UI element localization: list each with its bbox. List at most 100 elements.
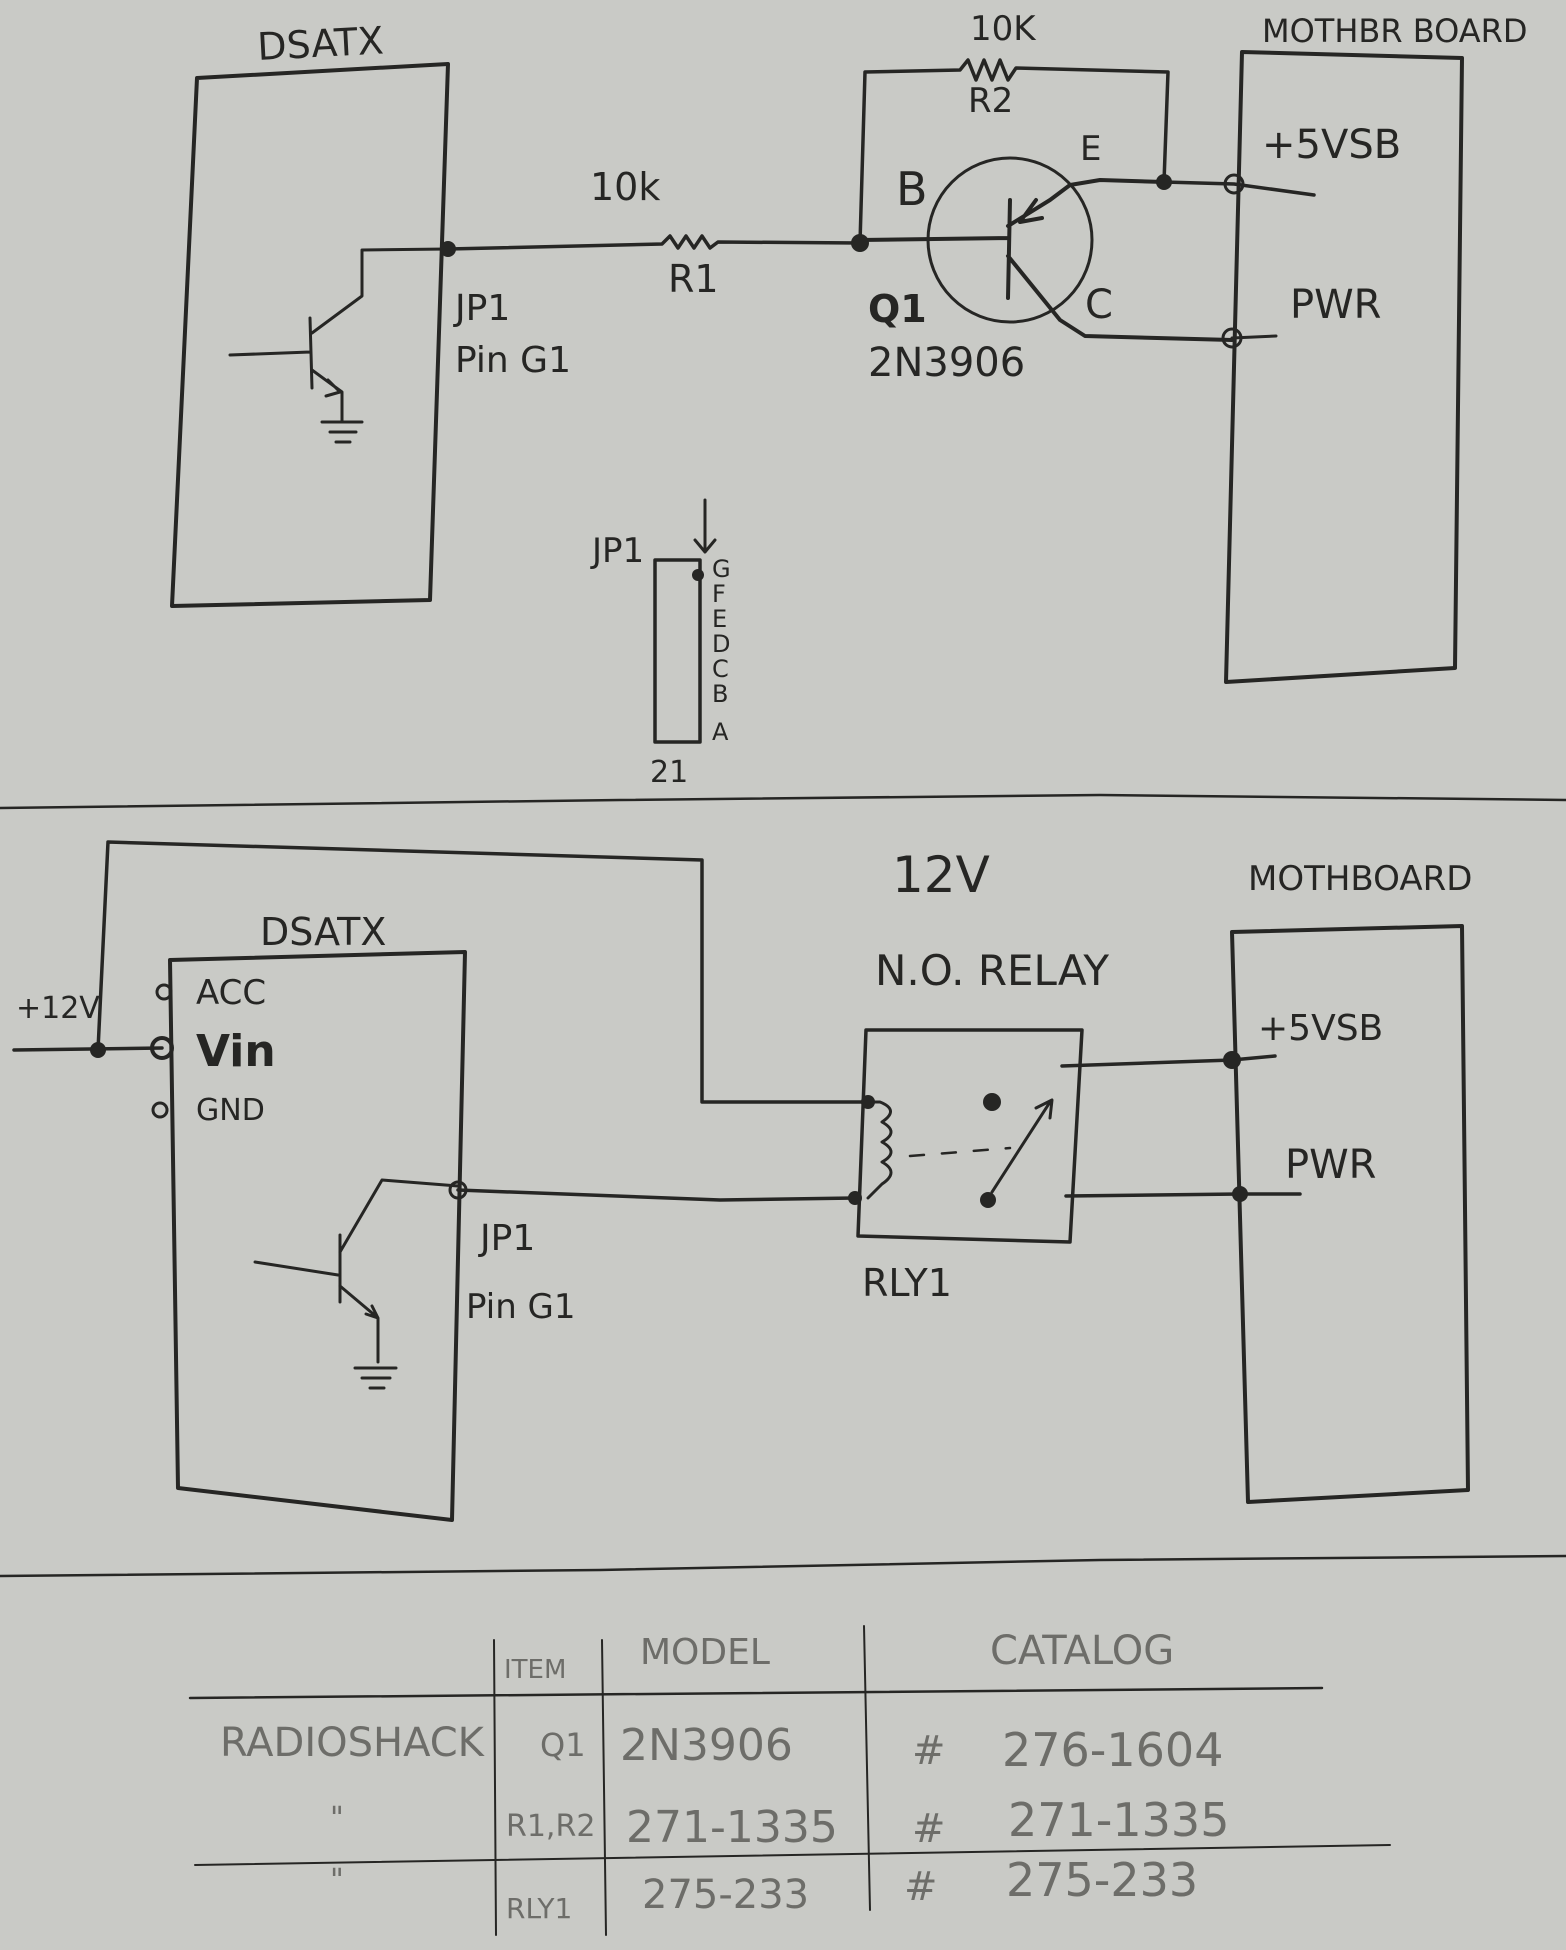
bottom-in12-label: +12V — [16, 991, 100, 1026]
bottom-dsatx-label: DSATX — [260, 910, 386, 954]
bottom-relay-box — [856, 1028, 1084, 1244]
top-r1-name: R1 — [668, 257, 719, 301]
bottom-vsb-pin — [1223, 1051, 1241, 1069]
jp1-header-diagram: JP1 G F E D C B A 21 — [590, 498, 731, 790]
bottom-12v-node — [90, 1042, 106, 1058]
bottom-relay-switch — [990, 1098, 1054, 1194]
top-vsb-label: +5VSB — [1262, 122, 1401, 168]
header-row-g: G — [712, 555, 731, 583]
header-jp1-label: JP1 — [590, 531, 644, 571]
header-row-a: A — [712, 718, 729, 746]
top-base-label: B — [896, 162, 928, 216]
bottom-rly-label: RLY1 — [862, 1261, 952, 1305]
bottom-relay-link — [908, 1146, 1012, 1158]
bottom-acc-label: ACC — [196, 973, 266, 1013]
bottom-coil-wire — [456, 1188, 857, 1202]
header-row-d: D — [712, 630, 730, 658]
table-col-rule-1 — [493, 1639, 497, 1936]
table-row3-vendor: " — [330, 1863, 344, 1898]
bottom-contact-com — [980, 1192, 996, 1208]
top-r2-loop — [858, 58, 1170, 245]
bottom-mb-label: MOTHBOARD — [1248, 859, 1472, 899]
bottom-vin-pin — [150, 1036, 174, 1060]
bottom-coil-bottom-node — [848, 1191, 862, 1205]
top-r1-value: 10k — [590, 165, 660, 209]
bottom-input-wire — [12, 1046, 164, 1052]
bottom-vin-label: Vin — [196, 1026, 276, 1077]
top-r2-value: 10K — [970, 9, 1037, 49]
top-wire-r1 — [446, 234, 862, 251]
table-col-rule-2 — [601, 1639, 607, 1936]
top-jp1-label: JP1 — [453, 288, 510, 329]
top-emitter-label: E — [1080, 129, 1101, 169]
table-col-rule-3 — [863, 1625, 871, 1911]
table-row2-hash: # — [912, 1806, 946, 1852]
top-pwr-stub — [1230, 334, 1278, 340]
table-header-catalog: CATALOG — [990, 1628, 1174, 1674]
top-circuit: DSATX 10k R1 JP1 Pin G1 10K R2 B E C Q1 … — [170, 9, 1528, 684]
header-row-b: B — [712, 680, 728, 708]
bottom-pwr-label: PWR — [1285, 1142, 1376, 1188]
header-arrow — [693, 498, 717, 554]
table-row1-item: Q1 — [540, 1726, 586, 1764]
header-row-c: C — [712, 655, 729, 683]
bottom-12v-wire — [96, 840, 870, 1104]
bottom-relay-coil — [866, 1100, 893, 1200]
top-q1-part: 2N3906 — [868, 340, 1025, 386]
top-wire-vsb — [1162, 180, 1316, 197]
top-mb-box — [1224, 50, 1464, 684]
bottom-12v-label: 12V — [892, 846, 990, 904]
table-row3-catalog: 275-233 — [1006, 1853, 1198, 1907]
bottom-jp1-label: JP1 — [478, 1218, 535, 1259]
top-r2-name: R2 — [968, 81, 1013, 121]
top-dsatx-transistor — [228, 247, 450, 444]
bottom-contact-no — [983, 1093, 1001, 1111]
top-q1-name: Q1 — [868, 287, 927, 331]
section-divider-1 — [0, 793, 1566, 810]
table-row2-model: 271-1335 — [626, 1802, 838, 1853]
top-vsb-pin — [1223, 173, 1245, 195]
table-row3-item: RLY1 — [506, 1892, 572, 1925]
table-header-item: ITEM — [504, 1655, 566, 1685]
table-header-model: MODEL — [640, 1632, 770, 1673]
header-row-f: F — [712, 580, 726, 608]
header-cols-label: 21 — [650, 755, 688, 790]
parts-table: ITEM MODEL CATALOG RADIOSHACK Q1 2N3906 … — [188, 1625, 1391, 1936]
table-row3-model: 275-233 — [642, 1872, 809, 1918]
table-header-rule — [188, 1686, 1324, 1700]
top-collector-label: C — [1085, 282, 1113, 328]
bottom-vsb-label: +5VSB — [1258, 1008, 1383, 1049]
bottom-vsb-wire — [1060, 1054, 1302, 1198]
bottom-circuit: 12V N.O. RELAY MOTHBOARD +12V DSATX ACC … — [12, 840, 1472, 1522]
bottom-acc-pin — [155, 983, 173, 1001]
header-pin1-dot — [692, 569, 704, 581]
top-dsatx-box — [170, 62, 450, 608]
bottom-relay-title: N.O. RELAY — [875, 946, 1109, 995]
top-q1-symbol — [858, 178, 1234, 342]
top-dsatx-label: DSATX — [256, 18, 385, 69]
bottom-mb-box — [1230, 924, 1470, 1504]
top-pwr-label: PWR — [1290, 282, 1381, 328]
table-row2-vendor: " — [330, 1801, 344, 1836]
top-base-node — [851, 234, 869, 252]
bottom-gnd-label: GND — [196, 1093, 265, 1128]
table-row-rule — [194, 1844, 1391, 1866]
table-row3-hash: # — [904, 1864, 938, 1910]
table-row2-item: R1,R2 — [506, 1809, 595, 1844]
table-row1-hash: # — [912, 1728, 946, 1774]
bottom-pin-label: Pin G1 — [466, 1287, 576, 1327]
bottom-dsatx-box — [168, 950, 467, 1522]
bottom-dsatx-transistor — [253, 1178, 460, 1390]
top-pin-label: Pin G1 — [455, 340, 571, 381]
bottom-pwr-pin — [1232, 1186, 1248, 1202]
top-mb-label: MOTHBR BOARD — [1262, 12, 1528, 50]
header-outline — [653, 558, 702, 744]
bottom-gnd-pin — [151, 1101, 169, 1119]
table-row1-vendor: RADIOSHACK — [220, 1720, 486, 1766]
table-row2-catalog: 271-1335 — [1008, 1793, 1229, 1847]
table-row1-catalog: 276-1604 — [1002, 1723, 1223, 1777]
section-divider-2 — [0, 1554, 1566, 1578]
header-row-e: E — [712, 605, 727, 633]
table-row1-model: 2N3906 — [620, 1720, 793, 1771]
